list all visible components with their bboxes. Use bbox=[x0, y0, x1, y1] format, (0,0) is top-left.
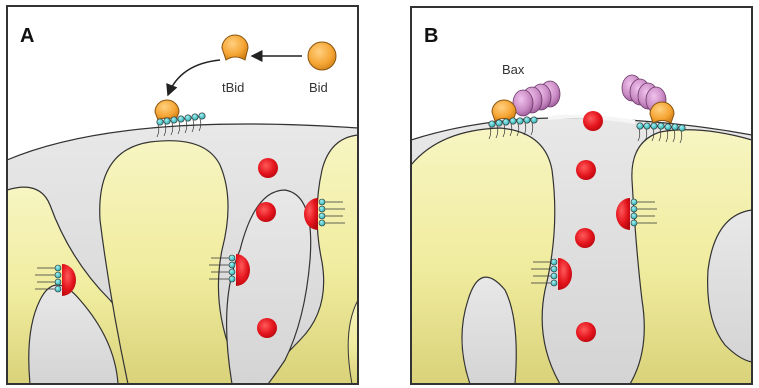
panel-b: B Bax bbox=[411, 7, 752, 384]
tbid-protein-b-right bbox=[650, 102, 674, 123]
tbid-label: tBid bbox=[222, 80, 244, 95]
bid-protein bbox=[308, 42, 336, 70]
panel-letter-a: A bbox=[20, 25, 34, 47]
bax-label: Bax bbox=[502, 62, 525, 77]
bid-label: Bid bbox=[309, 80, 328, 95]
panel-letter-b: B bbox=[424, 25, 438, 47]
tbid-protein bbox=[222, 35, 248, 60]
panel-a: A Bid tBid bbox=[7, 6, 358, 384]
